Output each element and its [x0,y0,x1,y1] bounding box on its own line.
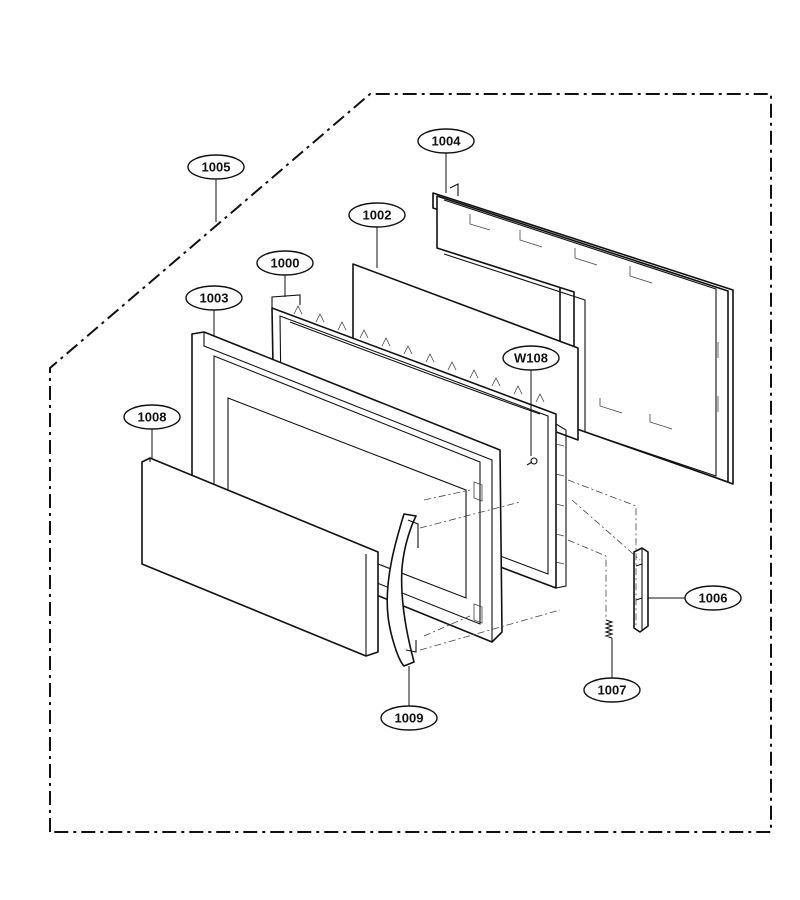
callout-1005: 1005 [187,154,245,180]
svg-text:1007: 1007 [598,683,627,698]
callout-1009: 1009 [380,705,438,731]
part-1002-panel [352,263,579,441]
svg-text:1008: 1008 [138,410,167,425]
assembly-boundary [49,93,772,833]
leader-lines [151,153,685,706]
part-1009-handle [386,513,419,667]
part-1006-latch [633,547,649,633]
svg-text:W108: W108 [514,351,548,366]
svg-text:1002: 1002 [363,208,392,223]
svg-text:1009: 1009 [395,711,424,726]
callout-1003: 1003 [185,285,243,311]
callout-1008: 1008 [123,404,181,430]
part-w108-screw [526,457,538,466]
callout-w108: W108 [502,345,560,371]
svg-text:1005: 1005 [202,160,231,175]
callout-1002: 1002 [348,202,406,228]
svg-text:1006: 1006 [699,591,728,606]
assembly-guides [419,479,641,651]
callout-1007: 1007 [583,677,641,703]
part-1008-front-panel [141,457,379,657]
svg-text:1003: 1003 [200,291,229,306]
svg-text:1004: 1004 [432,134,462,149]
callout-1006: 1006 [684,585,742,611]
part-1007-spring [604,619,614,639]
svg-text:1000: 1000 [271,256,300,271]
part-1004-door-frame [432,183,734,485]
callout-1004: 1004 [417,128,475,154]
callout-1000: 1000 [256,250,314,276]
